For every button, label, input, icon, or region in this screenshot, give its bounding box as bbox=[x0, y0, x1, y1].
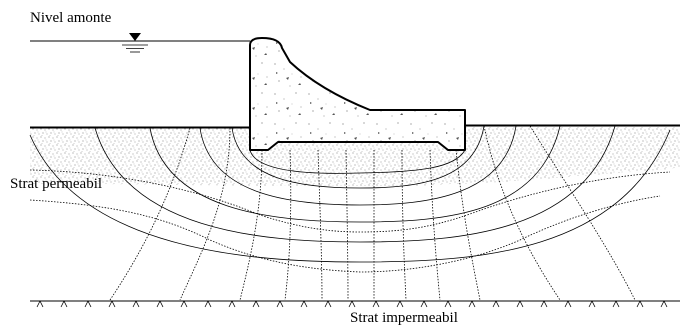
base-hatch bbox=[372, 300, 377, 308]
base-hatch bbox=[207, 300, 212, 308]
base-hatch bbox=[396, 300, 401, 308]
base-hatch bbox=[420, 300, 425, 308]
impermeable-base-hatches bbox=[36, 300, 668, 308]
permeable-layer-speckle bbox=[30, 126, 680, 186]
base-hatch bbox=[495, 300, 500, 308]
base-hatch bbox=[324, 300, 329, 308]
base-hatch bbox=[543, 300, 548, 308]
base-hatch bbox=[36, 300, 41, 308]
upstream-level-label: Nivel amonte bbox=[30, 10, 112, 26]
base-hatch bbox=[639, 300, 644, 308]
base-hatch bbox=[135, 300, 140, 308]
impermeable-layer-label: Strat impermeabil bbox=[350, 310, 458, 326]
base-hatch bbox=[615, 300, 620, 308]
base-hatch bbox=[375, 300, 380, 308]
base-hatch bbox=[84, 300, 89, 308]
base-hatch bbox=[492, 300, 497, 308]
dam-body bbox=[249, 37, 466, 151]
base-hatch bbox=[351, 300, 356, 308]
base-hatch bbox=[156, 300, 161, 308]
base-hatch bbox=[87, 300, 92, 308]
base-hatch bbox=[111, 300, 116, 308]
base-hatch bbox=[231, 300, 236, 308]
base-hatch bbox=[564, 300, 569, 308]
base-hatch bbox=[663, 300, 668, 308]
base-hatch bbox=[279, 300, 284, 308]
base-hatch bbox=[132, 300, 137, 308]
base-hatch bbox=[468, 300, 473, 308]
base-hatch bbox=[444, 300, 449, 308]
base-hatch bbox=[63, 300, 68, 308]
base-hatch bbox=[39, 300, 44, 308]
base-hatch bbox=[519, 300, 524, 308]
base-hatch bbox=[660, 300, 665, 308]
water-level-triangle-icon bbox=[129, 33, 141, 41]
base-hatch bbox=[447, 300, 452, 308]
base-hatch bbox=[588, 300, 593, 308]
base-hatch bbox=[252, 300, 257, 308]
base-hatch bbox=[228, 300, 233, 308]
base-hatch bbox=[591, 300, 596, 308]
base-hatch bbox=[183, 300, 188, 308]
base-hatch bbox=[204, 300, 209, 308]
base-hatch bbox=[423, 300, 428, 308]
base-hatch bbox=[540, 300, 545, 308]
base-hatch bbox=[60, 300, 65, 308]
base-hatch bbox=[612, 300, 617, 308]
base-hatch bbox=[255, 300, 260, 308]
base-hatch bbox=[276, 300, 281, 308]
base-hatch bbox=[567, 300, 572, 308]
base-hatch bbox=[471, 300, 476, 308]
base-hatch bbox=[180, 300, 185, 308]
water-level bbox=[30, 33, 250, 53]
flow-lines bbox=[29, 125, 671, 301]
permeable-layer-label: Strat permeabil bbox=[10, 176, 102, 192]
base-hatch bbox=[303, 300, 308, 308]
base-hatch bbox=[516, 300, 521, 308]
base-hatch bbox=[108, 300, 113, 308]
base-hatch bbox=[636, 300, 641, 308]
base-hatch bbox=[399, 300, 404, 308]
base-hatch bbox=[159, 300, 164, 308]
equipotential-lines bbox=[29, 125, 671, 263]
base-hatch bbox=[300, 300, 305, 308]
base-hatch bbox=[327, 300, 332, 308]
base-hatch bbox=[348, 300, 353, 308]
